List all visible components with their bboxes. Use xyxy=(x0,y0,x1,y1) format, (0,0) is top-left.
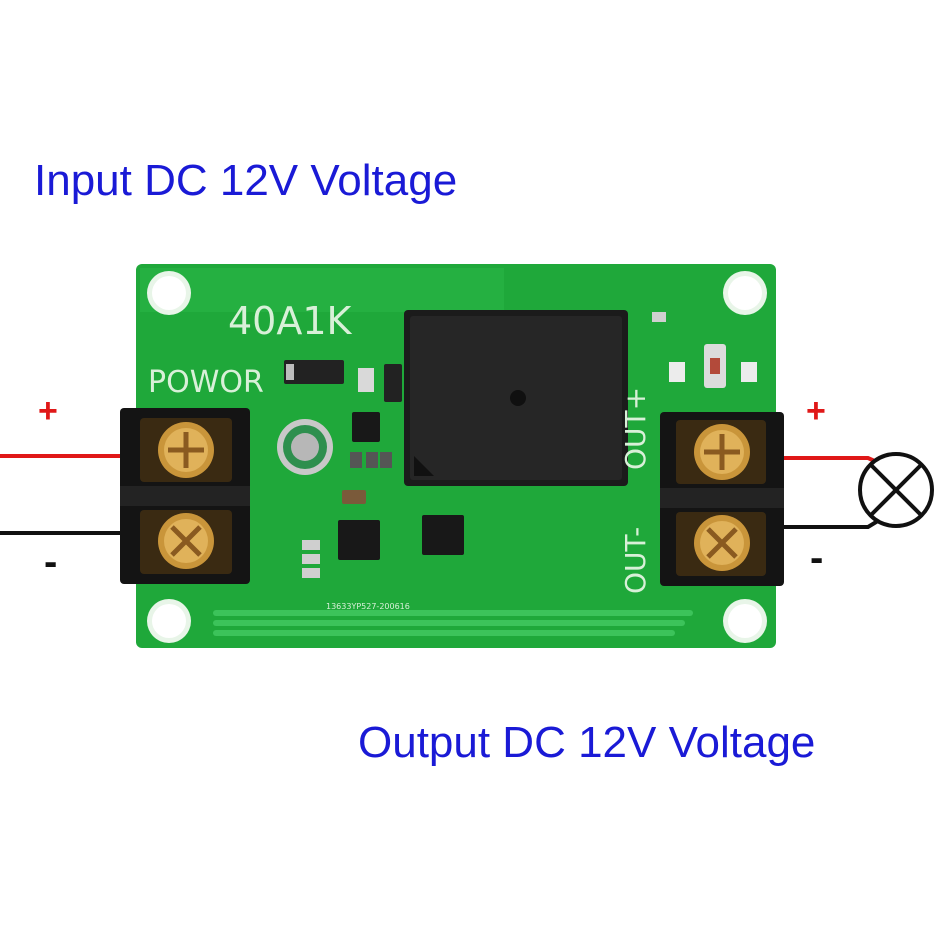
diode xyxy=(284,360,344,384)
output-minus-sign: - xyxy=(810,536,824,580)
power-label: POWOR xyxy=(148,365,264,400)
led xyxy=(741,362,757,382)
input-plus-sign: + xyxy=(38,392,58,430)
model-label: 40A1K xyxy=(228,299,353,343)
output-negative-wire xyxy=(775,514,888,529)
input-terminal-block xyxy=(120,408,250,584)
led xyxy=(669,362,685,382)
transistor xyxy=(352,412,380,442)
out-plus-label: OUT+ xyxy=(619,387,652,470)
output-voltage-caption: Output DC 12V Voltage xyxy=(358,718,816,767)
input-voltage-caption: Input DC 12V Voltage xyxy=(34,156,458,205)
pcb-code: 13633YP527-200616 xyxy=(326,602,410,611)
out-minus-label: OUT- xyxy=(619,527,652,594)
ic-chip xyxy=(422,515,464,555)
pcb-board: 40A1K POWOR OUT+ OUT- 13633YP527-200616 xyxy=(136,264,776,648)
input-minus-sign: - xyxy=(44,540,58,584)
ic-chip xyxy=(338,520,380,560)
output-terminal-block xyxy=(660,412,784,586)
lamp-symbol-icon xyxy=(858,452,934,528)
output-plus-sign: + xyxy=(806,392,826,430)
